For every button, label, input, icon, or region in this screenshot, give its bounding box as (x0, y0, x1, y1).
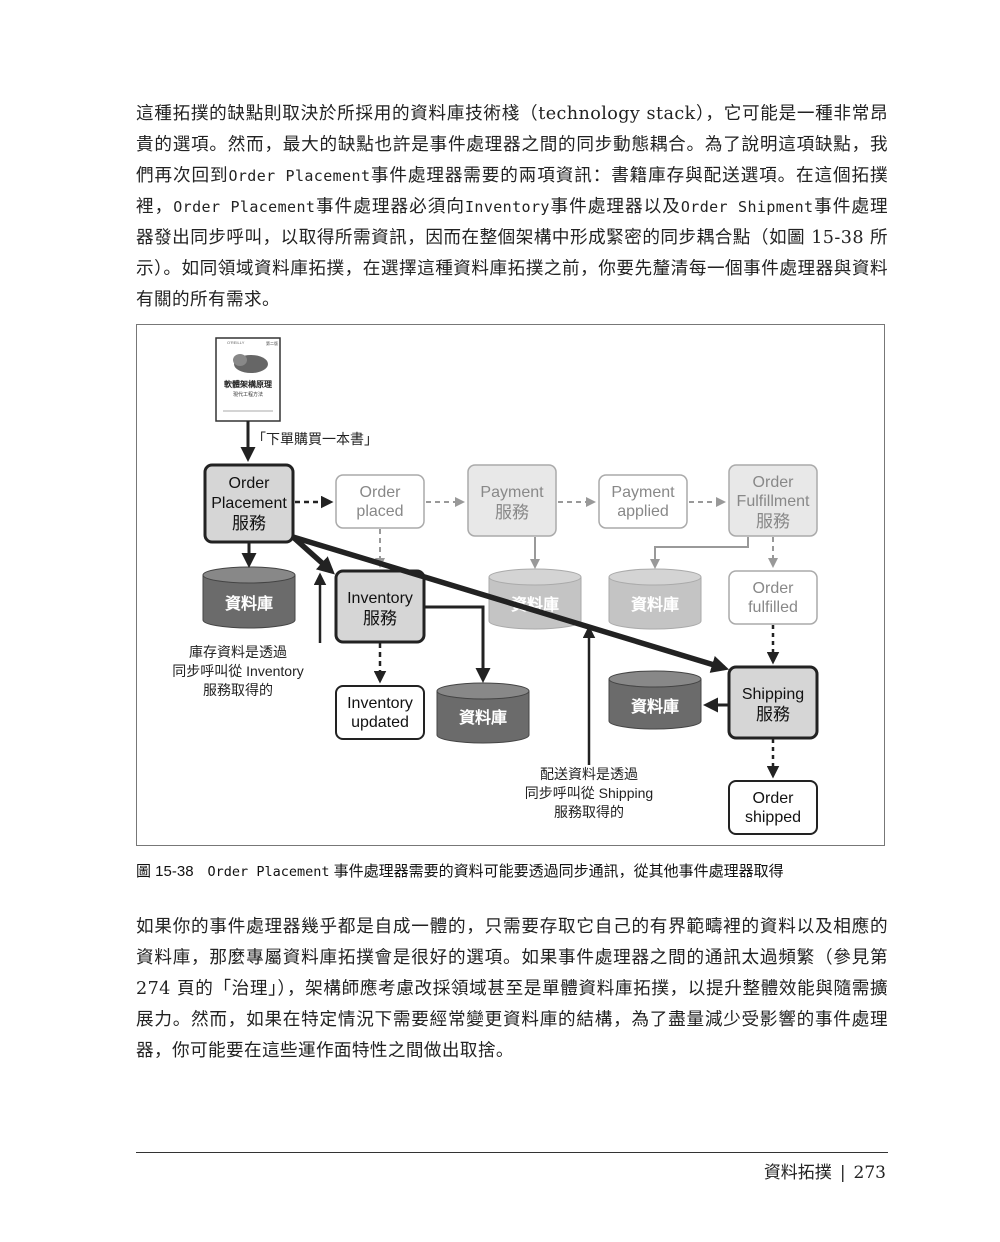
shipping-service: Shipping 服務 (727, 665, 819, 740)
footer-divider (136, 1152, 888, 1153)
order-request-label: 「下單購買一本書」 (252, 431, 378, 447)
shipping-sync-note: 配送資料是透過 (540, 766, 638, 782)
svg-text:Order: Order (753, 790, 795, 807)
svg-text:Payment: Payment (611, 484, 675, 501)
page-number: 273 (853, 1163, 886, 1183)
order-placed-event: Order placed (335, 474, 425, 529)
svg-text:服務: 服務 (756, 705, 790, 724)
svg-text:Payment: Payment (480, 484, 544, 501)
figure-15-38: O'REILLY 第二版 軟體架構原理 現代工程方法 「下單購買一本書」 Ord… (136, 324, 885, 846)
inline-code: Order Shipment (680, 198, 814, 216)
sync-call-inventory-arrow (291, 534, 335, 575)
footer-separator: | (839, 1163, 846, 1183)
book-subtitle: 現代工程方法 (233, 391, 263, 398)
caption-text: 事件處理器需要的資料可能要透過同步通訊，從其他事件處理器取得 (333, 863, 784, 880)
inventory-updated-event: Inventory updated (335, 685, 425, 740)
svg-text:同步呼叫從 Shipping: 同步呼叫從 Shipping (525, 785, 653, 801)
svg-text:同步呼叫從 Inventory: 同步呼叫從 Inventory (172, 663, 303, 679)
book-title: 軟體架構原理 (224, 379, 272, 389)
order-fulfilled-event: Order fulfilled (728, 570, 818, 625)
order-placement-database: 資料庫 (202, 566, 296, 629)
book-cover-image: O'REILLY 第二版 軟體架構原理 現代工程方法 (215, 337, 281, 422)
svg-text:Fulfillment: Fulfillment (737, 493, 810, 510)
architecture-diagram: O'REILLY 第二版 軟體架構原理 現代工程方法 「下單購買一本書」 Ord… (172, 337, 819, 835)
inline-code: Inventory (464, 198, 550, 216)
inventory-sync-note: 庫存資料是透過 (189, 644, 287, 660)
figure-caption: 圖 15-38 Order Placement 事件處理器需要的資料可能要透過同步… (136, 860, 784, 881)
svg-text:Order: Order (360, 484, 402, 501)
shipping-database: 資料庫 (608, 670, 702, 730)
svg-text:updated: updated (351, 714, 409, 731)
svg-text:applied: applied (617, 503, 669, 520)
svg-text:服務: 服務 (756, 512, 790, 531)
svg-text:服務: 服務 (363, 609, 397, 628)
svg-text:資料庫: 資料庫 (631, 697, 679, 716)
inline-code: Order Placement (228, 167, 371, 185)
caption-code: Order Placement (207, 864, 330, 880)
svg-text:服務取得的: 服務取得的 (203, 682, 273, 698)
order-fulfillment-database: 資料庫 (608, 568, 702, 630)
svg-text:fulfilled: fulfilled (748, 599, 798, 616)
sync-call-shipping-arrow (292, 534, 730, 673)
svg-text:服務: 服務 (495, 503, 529, 522)
svg-text:Inventory: Inventory (347, 695, 413, 712)
inventory-service: Inventory 服務 (334, 569, 426, 644)
svg-text:資料庫: 資料庫 (459, 708, 507, 727)
figure-number: 圖 15-38 (136, 863, 194, 880)
svg-text:資料庫: 資料庫 (225, 594, 273, 613)
body-paragraph-2: 如果你的事件處理器幾乎都是自成一體的，只需要存取它自己的有界範疇裡的資料以及相應… (136, 917, 888, 1061)
svg-text:Shipping: Shipping (742, 686, 804, 703)
payment-service: Payment 服務 (467, 464, 557, 537)
inline-code: Order Placement (173, 198, 316, 216)
inventory-database: 資料庫 (436, 682, 530, 744)
order-fulfillment-service: Order Fulfillment 服務 (728, 464, 818, 537)
page-footer: 資料拓撲 | 273 (764, 1158, 886, 1183)
svg-text:Order: Order (753, 580, 795, 597)
book-publisher: O'REILLY (227, 340, 245, 345)
svg-text:Inventory: Inventory (347, 590, 413, 607)
svg-text:Placement: Placement (211, 495, 287, 512)
svg-text:資料庫: 資料庫 (631, 595, 679, 614)
order-placement-service: Order Placement 服務 (203, 463, 295, 544)
svg-text:Order: Order (229, 475, 271, 492)
payment-applied-event: Payment applied (598, 474, 688, 529)
svg-text:服務: 服務 (232, 514, 266, 533)
section-title: 資料拓撲 (763, 1163, 832, 1183)
svg-text:Order: Order (753, 474, 795, 491)
svg-text:shipped: shipped (745, 809, 801, 826)
body-paragraph-1: 這種拓撲的缺點則取決於所採用的資料庫技術棧（technology stack），… (136, 104, 888, 310)
order-shipped-event: Order shipped (728, 780, 818, 835)
svg-text:placed: placed (356, 503, 403, 520)
svg-text:服務取得的: 服務取得的 (554, 804, 624, 820)
book-badge: 第二版 (266, 340, 278, 346)
